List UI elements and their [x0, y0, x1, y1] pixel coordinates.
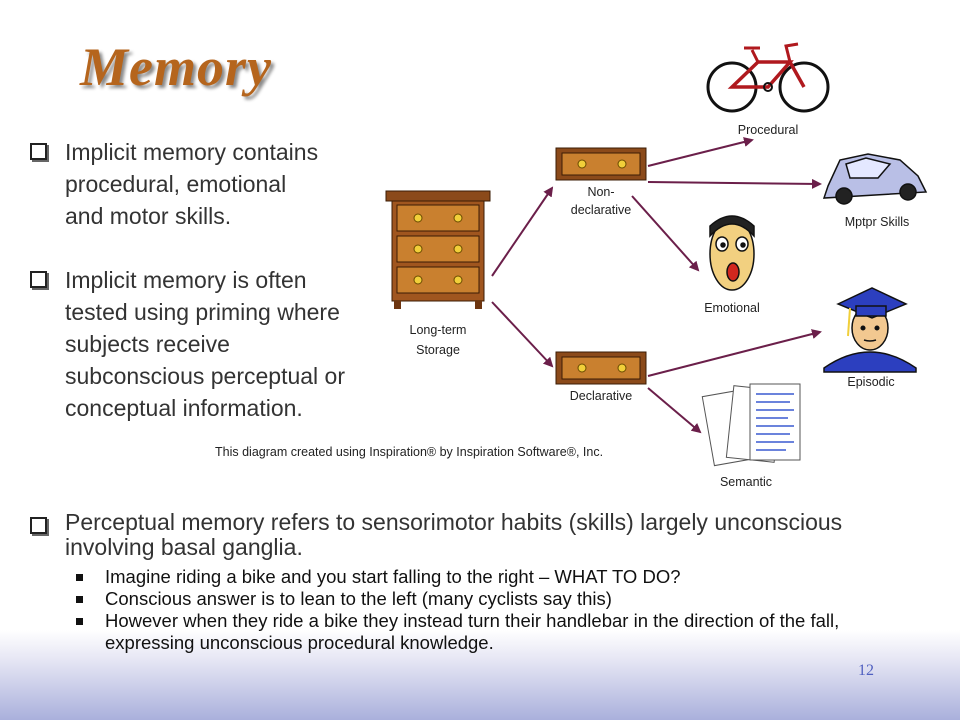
emotional-face-icon	[709, 215, 755, 291]
bullet-text: Implicit memory is often tested using pr…	[65, 267, 345, 421]
sub-bullet-handlebar: However when they ride a bike they inste…	[76, 610, 876, 654]
slide-title: Memory	[80, 37, 272, 97]
arrow-to-emotional	[631, 195, 700, 272]
square-bullet-icon	[76, 618, 83, 625]
label-emotional: Emotional	[704, 301, 760, 315]
sub-bullet-conscious: Conscious answer is to lean to the left …	[76, 588, 876, 610]
square-bullet-icon	[76, 596, 83, 603]
arrow-to-motor-skills	[647, 178, 822, 189]
sub-bullet-text: However when they ride a bike they inste…	[105, 610, 840, 653]
bullet-priming: Implicit memory is often tested using pr…	[30, 264, 350, 424]
arrow-to-semantic	[647, 387, 702, 434]
checkbox-bullet-icon	[30, 143, 47, 160]
graduate-icon	[823, 287, 917, 373]
nondeclarative-drawer-icon	[555, 147, 647, 181]
car-icon	[822, 153, 928, 205]
label-semantic: Semantic	[720, 475, 772, 489]
bullet-implicit-memory: Implicit memory contains procedural, emo…	[30, 136, 330, 232]
label-declarative-part: declarative	[571, 203, 631, 217]
bullet-perceptual-memory: Perceptual memory refers to sensorimotor…	[30, 510, 860, 560]
arrow-storage-to-declarative	[491, 301, 554, 368]
arrow-to-episodic	[647, 329, 822, 377]
page-number: 12	[858, 662, 874, 679]
arrow-to-procedural	[647, 137, 754, 167]
diagram-credit: This diagram created using Inspiration® …	[215, 445, 603, 459]
label-motor-skills: Mptpr Skills	[845, 215, 910, 229]
diagram-arrows	[491, 137, 822, 434]
bicycle-icon	[706, 42, 830, 113]
bullet-text: Perceptual memory refers to sensorimotor…	[65, 509, 843, 560]
memory-diagram: Long-term Storage Non- declarative Decla…	[215, 42, 928, 489]
sub-bullet-bike: Imagine riding a bike and you start fall…	[76, 566, 876, 588]
sub-bullet-text: Imagine riding a bike and you start fall…	[105, 566, 681, 587]
label-declarative: Declarative	[570, 389, 633, 403]
label-procedural: Procedural	[738, 123, 798, 137]
checkbox-bullet-icon	[30, 271, 47, 288]
bullet-text: Implicit memory contains procedural, emo…	[65, 139, 319, 229]
label-episodic: Episodic	[847, 375, 894, 389]
square-bullet-icon	[76, 574, 83, 581]
sub-bullet-text: Conscious answer is to lean to the left …	[105, 588, 612, 609]
label-non: Non-	[587, 185, 614, 199]
arrow-storage-to-nondeclarative	[491, 186, 554, 277]
checkbox-bullet-icon	[30, 517, 47, 534]
label-long-term: Long-term	[410, 323, 467, 337]
papers-icon	[701, 383, 801, 467]
label-storage: Storage	[416, 343, 460, 357]
declarative-drawer-icon	[555, 351, 647, 385]
dresser-icon	[385, 190, 491, 309]
